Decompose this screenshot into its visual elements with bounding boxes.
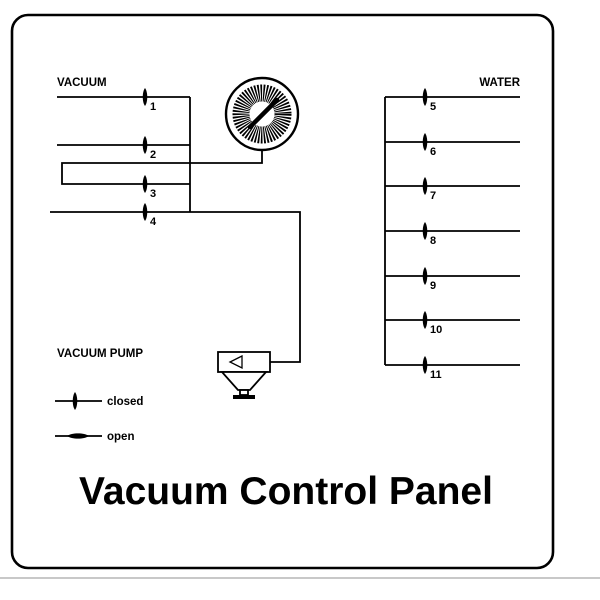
closed-valve-icon [422,267,428,285]
closed-valve-icon [142,136,148,154]
closed-valve-icon [142,175,148,193]
valve-6: 6 [422,133,436,158]
legend: closed open [55,392,143,443]
valve-8: 8 [422,222,436,247]
valve-3: 3 [142,175,156,200]
valve-number: 5 [430,101,436,113]
valve-number: 10 [430,324,442,336]
vacuum-pump: VACUUM PUMP [57,348,271,399]
closed-valve-icon [422,311,428,329]
pump-body [217,351,271,373]
valve-5: 5 [422,88,436,113]
valve-number: 2 [150,149,156,161]
closed-valve-icon [422,177,428,195]
valve-4: 4 [142,203,157,228]
legend-closed-label: closed [107,396,143,408]
closed-valve-icon [422,88,428,106]
gauge-ticks [232,84,292,144]
valve-number: 3 [150,188,156,200]
valve-10: 10 [422,311,442,336]
valve-number: 6 [430,146,436,158]
pump-funnel [219,371,269,391]
gauge-needle [247,97,280,130]
legend-open-label: open [107,431,134,443]
vacuum-pump-label: VACUUM PUMP [57,348,143,360]
open-valve-icon [67,433,89,439]
water-section: WATER 5 6 7 8 9 10 11 [384,77,521,381]
closed-valve-icon [142,88,148,106]
valve-number: 8 [430,235,436,247]
closed-valve-icon [72,392,78,410]
valve-number: 1 [150,101,156,113]
closed-valve-icon [422,356,428,374]
valve-9: 9 [422,267,436,292]
valve-7: 7 [422,177,436,202]
valve-number: 9 [430,280,436,292]
page-title: Vacuum Control Panel [79,470,493,513]
valve-number: 7 [430,190,436,202]
vacuum-piping [50,96,301,363]
water-piping [384,96,520,366]
valve-1: 1 [142,88,156,113]
water-label: WATER [479,77,520,89]
pump-triangle-icon [228,354,243,370]
vacuum-section: VACUUM 1 2 3 4 [50,77,301,363]
pressure-gauge [224,76,300,152]
closed-valve-icon [422,222,428,240]
valve-2: 2 [142,136,156,161]
valve-11: 11 [422,356,442,381]
valve-number: 11 [430,369,442,381]
pump-neck [239,389,249,396]
vacuum-label: VACUUM [57,77,107,89]
slide-border [10,13,555,570]
valve-number: 4 [150,216,157,228]
closed-valve-icon [142,203,148,221]
closed-valve-icon [422,133,428,151]
pump-base [233,395,255,399]
